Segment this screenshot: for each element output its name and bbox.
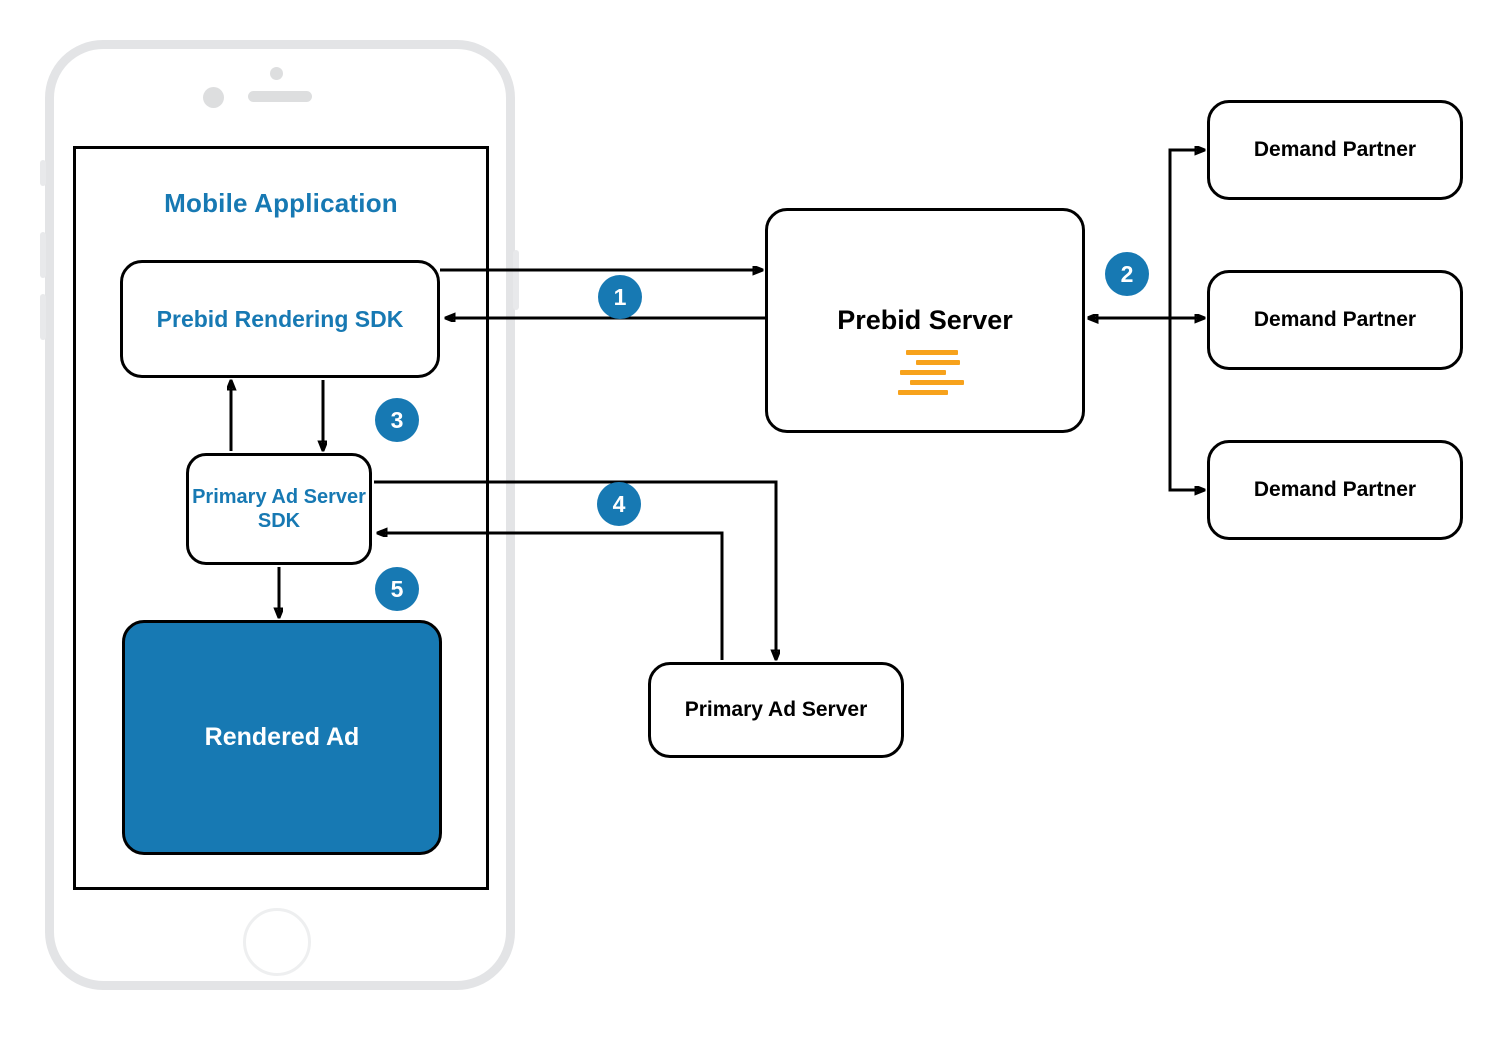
node-demand-partner-2[interactable]: Demand Partner (1207, 270, 1463, 370)
node-demand-partner-1[interactable]: Demand Partner (1207, 100, 1463, 200)
phone-speaker-icon (248, 91, 312, 102)
step-badge-4: 4 (597, 482, 641, 526)
phone-camera-icon (270, 67, 283, 80)
prebid-logo-icon (898, 350, 964, 395)
step-badge-5: 5 (375, 567, 419, 611)
phone-silent-switch (40, 160, 46, 186)
phone-volume-up-button (40, 232, 46, 278)
node-demand-partner-3[interactable]: Demand Partner (1207, 440, 1463, 540)
wire-step2-branch-top (1168, 150, 1204, 318)
phone-home-button (243, 908, 311, 976)
node-primary-ad-server[interactable]: Primary Ad Server (648, 662, 904, 758)
step-badge-3: 3 (375, 398, 419, 442)
step-badge-1: 1 (598, 275, 642, 319)
phone-volume-down-button (40, 294, 46, 340)
mobile-application-label: Mobile Application (164, 188, 398, 218)
phone-power-button (513, 250, 519, 310)
step-badge-2: 2 (1105, 252, 1149, 296)
phone-sensor-icon (203, 87, 224, 108)
node-prebid-server[interactable]: Prebid Server (765, 208, 1085, 433)
prebid-server-label: Prebid Server (837, 305, 1013, 336)
node-primary-ad-server-sdk[interactable]: Primary Ad Server SDK (186, 453, 372, 565)
wire-step2-branch-bottom (1168, 318, 1204, 490)
node-prebid-rendering-sdk[interactable]: Prebid Rendering SDK (120, 260, 440, 378)
node-rendered-ad[interactable]: Rendered Ad (122, 620, 442, 855)
